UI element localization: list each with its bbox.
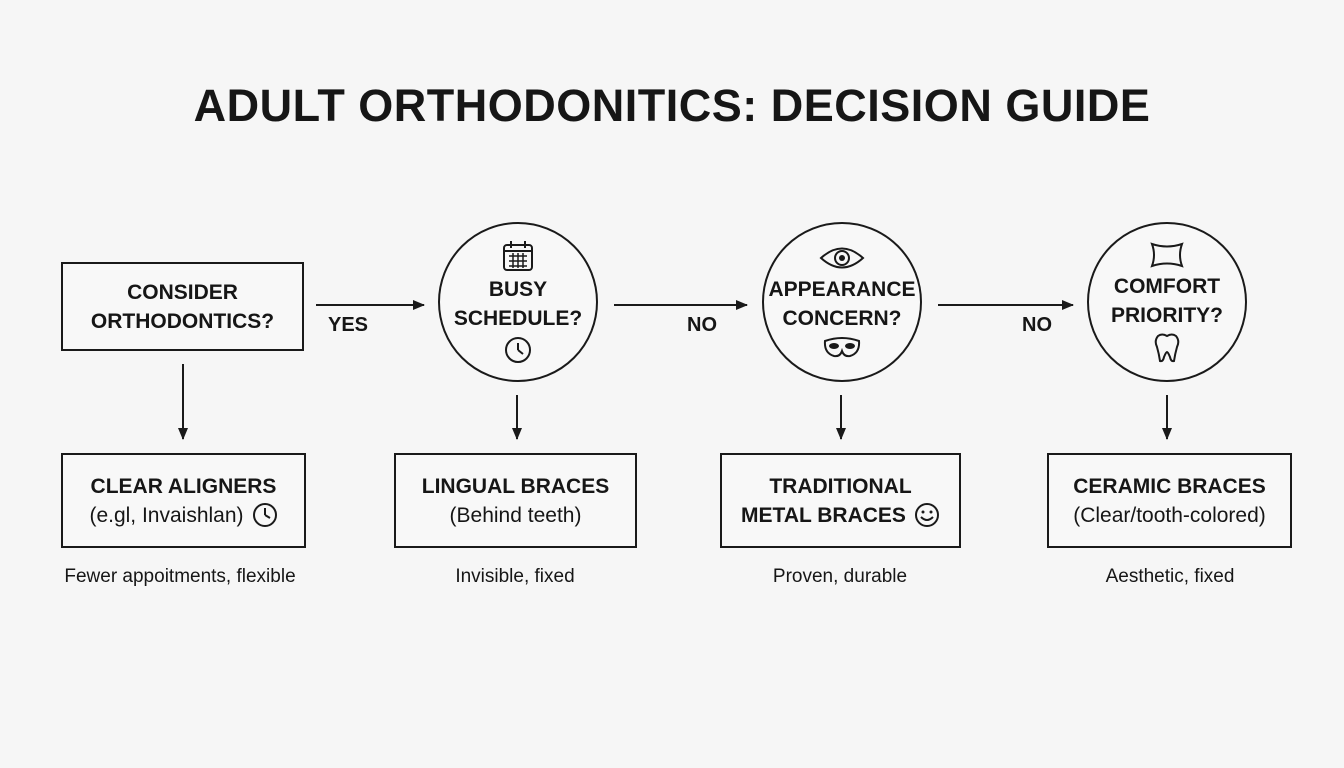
- edge-label-yes: YES: [328, 314, 369, 336]
- decision-label-line2: CONCERN?: [782, 307, 902, 330]
- edge-label-no: NO: [1022, 314, 1052, 336]
- decision-busy-schedule: BUSY SCHEDULE?: [438, 222, 598, 382]
- outcome-ceramic-braces: CERAMIC BRACES (Clear/tooth-colored): [1047, 453, 1292, 548]
- start-node: CONSIDER ORTHODONTICS?: [61, 262, 304, 351]
- outcome-caption: Proven, durable: [772, 566, 908, 587]
- smiley-icon: [914, 503, 939, 527]
- decision-label-line1: COMFORT: [1113, 275, 1221, 298]
- outcome-title: CLEAR ALIGNERS: [90, 474, 277, 498]
- outcome-caption: Invisible, fixed: [455, 566, 575, 587]
- outcome-traditional-metal-braces: TRADITIONAL METAL BRACES: [720, 453, 961, 548]
- decision-appearance-concern: APPEARANCE CONCERN?: [762, 222, 922, 382]
- edge-label-no: NO: [687, 314, 717, 336]
- outcome-lingual-braces: LINGUAL BRACES (Behind teeth): [394, 453, 637, 548]
- start-node-line1: CONSIDER: [127, 280, 238, 304]
- decision-comfort-priority: COMFORT PRIORITY?: [1087, 222, 1247, 382]
- outcome-subtitle: (Clear/tooth-colored): [1073, 503, 1266, 527]
- decision-label-line1: APPEARANCE: [768, 278, 916, 301]
- clock-icon: [252, 503, 277, 527]
- outcome-caption: Fewer appoitments, flexible: [64, 566, 296, 587]
- decision-label-line2: PRIORITY?: [1110, 304, 1223, 327]
- decision-label-line2: SCHEDULE?: [453, 307, 583, 330]
- outcome-caption: Aesthetic, fixed: [1105, 566, 1235, 587]
- outcome-clear-aligners: CLEAR ALIGNERS (e.gl, Invaishlan): [61, 453, 306, 548]
- pillow-icon: [1150, 242, 1184, 268]
- outcome-title-line2: METAL BRACES: [741, 503, 906, 527]
- decision-label-line1: BUSY: [488, 278, 548, 301]
- calendar-icon: [503, 241, 533, 271]
- start-node-line2: ORTHODONTICS?: [90, 309, 275, 333]
- diagram-title: ADULT ORTHODONITICS: DECISION GUIDE: [193, 80, 1151, 131]
- mask-icon: [823, 337, 861, 358]
- eye-icon: [819, 247, 865, 269]
- outcome-title: CERAMIC BRACES: [1073, 474, 1266, 498]
- outcome-subtitle: (Behind teeth): [449, 503, 582, 527]
- outcome-subtitle: (e.gl, Invaishlan): [89, 503, 244, 527]
- clock-icon: [505, 337, 531, 363]
- outcome-title: LINGUAL BRACES: [421, 474, 610, 498]
- outcome-title: TRADITIONAL: [769, 474, 912, 498]
- tooth-icon: [1154, 333, 1180, 363]
